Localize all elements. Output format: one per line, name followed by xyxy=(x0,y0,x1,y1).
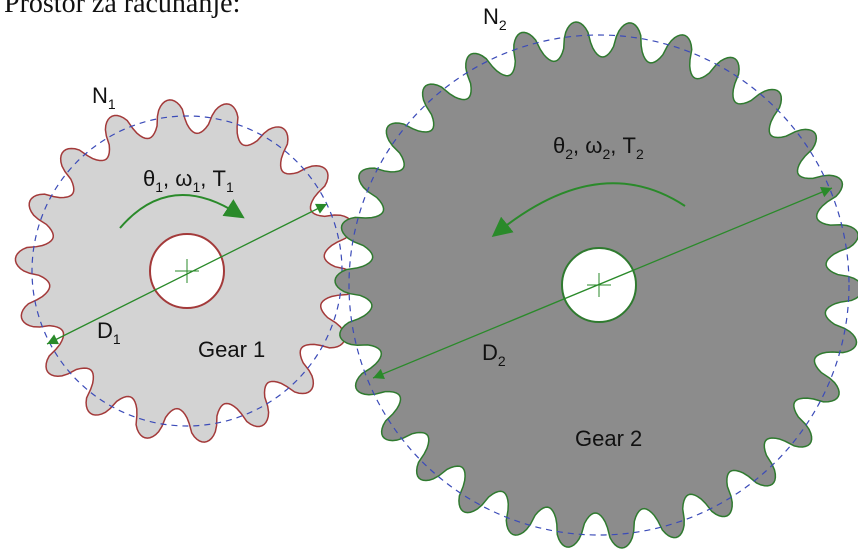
gear-2-name-label: Gear 2 xyxy=(575,426,642,451)
gear-1-motion-label: θ1, ω1, T1 xyxy=(143,166,234,195)
gear-1-name-label: Gear 1 xyxy=(198,337,265,362)
gear-1-center-mark xyxy=(175,259,199,283)
gear-1-diameter-line xyxy=(46,203,328,345)
header-text: Prostor za računanje: xyxy=(4,0,241,19)
gear-2-rotation-arrow xyxy=(491,182,686,238)
gear-1-diameter-arrowhead-right xyxy=(315,203,327,214)
gear-1-rotation-arrow xyxy=(119,194,245,229)
gear-2-diameter-arrowhead-right xyxy=(820,187,832,198)
gear-1-diameter-label: D1 xyxy=(97,318,121,347)
gear-2-teeth-label: N2 xyxy=(483,4,507,33)
gear-2: N2 θ2, ω2, T2 D2 Gear 2 xyxy=(334,4,858,549)
gear-2-diameter-arrowhead-left xyxy=(373,368,385,379)
gear-1-diameter-arrowhead-left xyxy=(47,334,59,345)
gear-2-diameter-label: D2 xyxy=(482,340,506,369)
gear-2-pitch-circle xyxy=(348,34,850,536)
gear-1: N1 θ1, ω1, T1 D1 Gear 1 xyxy=(14,83,360,443)
gear-2-motion-label: θ2, ω2, T2 xyxy=(553,133,644,162)
gear-2-diameter-line xyxy=(372,187,833,379)
gear-1-teeth-label: N1 xyxy=(92,83,116,112)
